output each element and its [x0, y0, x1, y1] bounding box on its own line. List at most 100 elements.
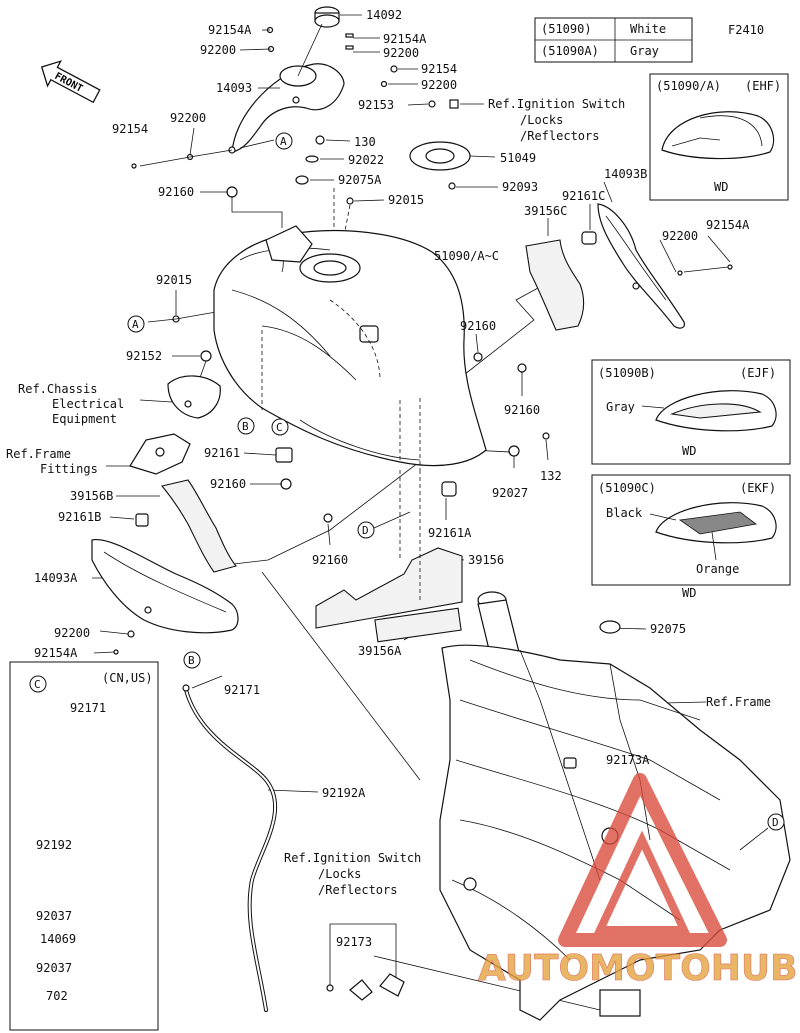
part-label: 39156C [524, 204, 567, 218]
color-table: (51090) White (51090A) Gray [534, 17, 693, 63]
part-label: 92200 [200, 43, 236, 57]
part-label: 51090/A~C [434, 249, 499, 263]
front-arrow-icon: FRONT [40, 60, 101, 104]
ref-ignition-top-line2: /Locks [520, 113, 563, 127]
callout-b: B [188, 654, 195, 667]
part-label: 92160 [312, 553, 348, 567]
inset-code: (EKF) [740, 481, 776, 495]
ref-chassis-line3: Equipment [52, 412, 117, 426]
small-fasteners [113, 26, 733, 655]
ref-labels: Ref.Ignition Switch /Locks /Reflectors R… [6, 97, 771, 897]
callout-d: D [772, 816, 779, 829]
part-label: 92173 [336, 935, 372, 949]
part-label: 39156A [358, 644, 402, 658]
part-label: 14093 [216, 81, 252, 95]
part-label: 14093A [34, 571, 78, 585]
callouts: A A B B C C D D [29, 132, 785, 851]
part-label: 14092 [366, 8, 402, 22]
part-label: 92192 [36, 838, 72, 852]
part-label: 92161C [562, 189, 605, 203]
part-label: 92015 [156, 273, 192, 287]
ref-frame-fittings-line1: Ref.Frame [6, 447, 71, 461]
color-table-color: White [630, 22, 666, 36]
part-label: 92154 [112, 122, 148, 136]
inset-ekf: (51090C) (EKF) Black Orange WD [591, 474, 791, 600]
part-label: 92171 [70, 701, 106, 715]
pad-39156A [374, 607, 462, 643]
callout-b: B [242, 420, 249, 433]
part-label: 92154A [706, 218, 750, 232]
ref-ignition-top-line1: Ref.Ignition Switch [488, 97, 625, 111]
part-label: 92154A [383, 32, 427, 46]
inset-note: Black [606, 506, 643, 520]
part-label: 92171 [224, 683, 260, 697]
bracket-ref-frame-fittings [106, 433, 191, 475]
callout-c: C [34, 678, 41, 691]
region-box [9, 661, 159, 1031]
callout-a: A [132, 318, 139, 331]
ref-ignition-top-line3: /Reflectors [520, 129, 599, 143]
part-label: 92154A [34, 646, 78, 660]
watermark-text: AUTOMOTOHUB [478, 948, 798, 989]
part-labels: 14092 92154A 92154A 92200 92200 92154 92… [34, 8, 750, 1003]
region-label: (CN,US) [102, 671, 153, 685]
part-label: 92192A [322, 786, 366, 800]
part-label: 92173A [606, 753, 650, 767]
ref-chassis-line1: Ref.Chassis [18, 382, 97, 396]
part-label: 92200 [383, 46, 419, 60]
part-label: 92161 [204, 446, 240, 460]
pad-39156B [161, 479, 237, 573]
part-label: 39156 [468, 553, 504, 567]
ignition-bracket-92173 [326, 923, 405, 1001]
inset-caption: WD [682, 444, 696, 458]
inset-note: Orange [696, 562, 739, 576]
inset-title: (51090C) [598, 481, 656, 495]
side-cover-14093B [597, 203, 685, 329]
cap-ring-51049 [409, 141, 496, 171]
part-label: 92152 [126, 349, 162, 363]
part-label: 92075A [338, 173, 382, 187]
side-cover-14093A [91, 539, 239, 634]
part-label: 51049 [500, 151, 536, 165]
inset-caption: WD [714, 180, 728, 194]
part-label: 92161B [58, 510, 101, 524]
part-label: 92154A [208, 23, 252, 37]
fuel-tank-51090 [213, 225, 487, 470]
inset-title: (51090/A) [656, 79, 721, 93]
part-label: 92160 [504, 403, 540, 417]
part-label: 92200 [170, 111, 206, 125]
inset-ehf: (51090/A) (EHF) WD [649, 73, 789, 201]
part-label: 92160 [158, 185, 194, 199]
part-label: 92200 [662, 229, 698, 243]
part-label: 92037 [36, 909, 72, 923]
pad-39156 [315, 547, 463, 629]
cap-14092 [314, 6, 340, 28]
ref-ignition-bottom-line3: /Reflectors [318, 883, 397, 897]
color-table-part: (51090) [541, 22, 592, 36]
inset-note: Gray [606, 400, 635, 414]
part-label: 92161A [428, 526, 472, 540]
watermark-logo: AUTOMOTOHUB [478, 773, 798, 989]
part-label: 92037 [36, 961, 72, 975]
bracket-ref-chassis [139, 375, 221, 419]
callout-c: C [276, 421, 283, 434]
part-label: 702 [46, 989, 68, 1003]
part-label: 92200 [421, 78, 457, 92]
part-label: 92093 [502, 180, 538, 194]
part-label: 92154 [421, 62, 457, 76]
part-label: 14093B [604, 167, 647, 181]
color-table-color: Gray [630, 44, 659, 58]
part-label: 92015 [388, 193, 424, 207]
ref-ignition-bottom-line2: /Locks [318, 867, 361, 881]
part-label: 92153 [358, 98, 394, 112]
part-label: 130 [354, 135, 376, 149]
ref-frame-fittings-line2: Fittings [40, 462, 98, 476]
ref-ignition-bottom-line1: Ref.Ignition Switch [284, 851, 421, 865]
ref-frame: Ref.Frame [706, 695, 771, 709]
callout-a: A [280, 135, 287, 148]
color-table-part: (51090A) [541, 44, 599, 58]
inset-code: (EHF) [745, 79, 781, 93]
inset-title: (51090B) [598, 366, 656, 380]
part-label: 92160 [460, 319, 496, 333]
